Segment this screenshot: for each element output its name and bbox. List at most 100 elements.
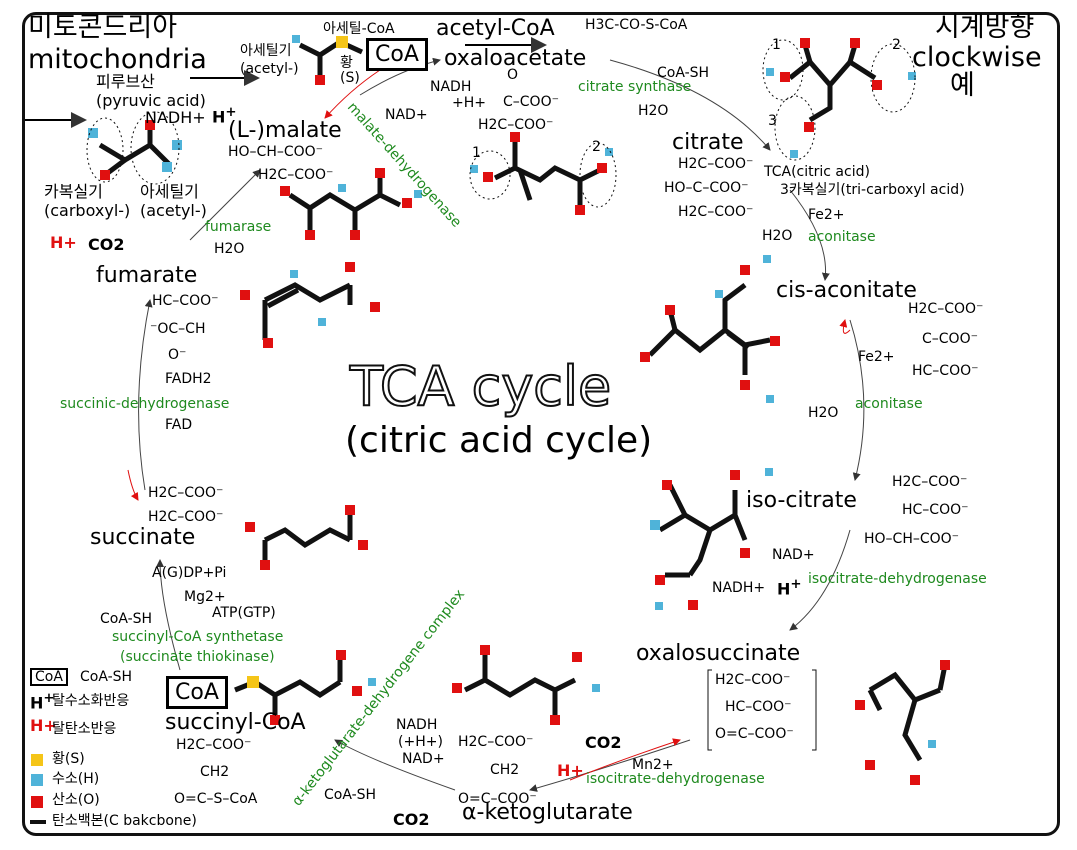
nad-akg: NAD+ [402, 751, 445, 767]
formula-iso-1: H2C–COO⁻ [892, 474, 968, 490]
formula-malate-2: H2C–COO⁻ [258, 167, 334, 183]
arrow-red-succinate [127, 469, 139, 501]
arrow-red-aconitase [839, 319, 851, 334]
formula-succcoa-1: H2C–COO⁻ [176, 737, 252, 753]
isocitrate-molecule [658, 483, 748, 578]
sulfur-kr: 황 [340, 55, 353, 71]
coa-sh-succ: CoA-SH [100, 611, 153, 627]
formula-akg-1: H2C–COO⁻ [458, 734, 534, 750]
mito-kr-label: 미토콘드리아 [28, 12, 178, 43]
formula-oxalo-1: O [507, 67, 519, 83]
nadh-iso-h-icon: H+ [777, 577, 802, 599]
acetylcoa-formula: H3C-CO-S-CoA [585, 17, 688, 33]
clockwise-en-label: clockwise [912, 42, 1042, 73]
cisaconitate-molecule [648, 283, 771, 375]
mito-en-label: mitochondria [28, 44, 207, 75]
formula-oxalosucc-3: O=C–COO⁻ [715, 726, 794, 742]
pyruvate-en: (pyruvic acid) [96, 91, 206, 110]
formula-succ-2: H2C–COO⁻ [148, 509, 224, 525]
oxalosuccinate-label: oxalosuccinate [636, 641, 801, 666]
legend-carbon: 탄소백본(C bakcbone) [52, 813, 197, 829]
co2-akg: CO2 [393, 810, 430, 829]
formula-oxalosucc-2: HC–COO⁻ [725, 699, 792, 715]
formula-oxalo-3: H2C–COO⁻ [478, 117, 554, 133]
legend-decarbox: 탈탄소반응 [52, 721, 117, 737]
arrow-oxalo-citrate [609, 59, 771, 151]
oxalo-num-1: 1 [472, 145, 481, 161]
h2o-acon-2: H2O [808, 405, 839, 421]
h-plus-iso: H+ [557, 761, 584, 780]
succinate-label: succinate [90, 525, 196, 550]
enzyme-isocitrate-dh-1: isocitrate-dehydrogenase [808, 571, 987, 587]
formula-iso-2: HC–COO⁻ [902, 502, 969, 518]
acetylcoa-kr: 아세틸-CoA [323, 21, 395, 37]
succinylcoa-coa-box: CoA [166, 676, 228, 709]
formula-citrate-3: H2C–COO⁻ [678, 204, 754, 220]
formula-malate-1: HO–CH–COO⁻ [228, 144, 324, 160]
enzyme-aconitase-2: aconitase [855, 396, 923, 412]
legend-oxygen: 산소(O) [52, 792, 100, 808]
enzyme-fumarase: fumarase [205, 219, 272, 235]
formula-cisacon-1: H2C–COO⁻ [908, 301, 984, 317]
arrow-red-iso [569, 738, 681, 781]
enzyme-aconitase-1: aconitase [808, 229, 876, 245]
mn2: Mn2+ [632, 757, 674, 773]
formula-iso-3: HO–CH–COO⁻ [864, 531, 960, 547]
formula-succ-1: H2C–COO⁻ [148, 485, 224, 501]
pyruvate-co2: CO2 [88, 235, 125, 254]
legend-dehydro-h-icon: H+ [30, 691, 55, 713]
legend-decarbox-h: H+ [30, 716, 57, 735]
arrow-malate-oxalo [359, 57, 441, 96]
citrate-num-2: 2 [892, 37, 901, 53]
isocitrate-label: iso-citrate [746, 488, 857, 513]
akg-label: α-ketoglutarate [462, 800, 633, 825]
pyruvate-h-plus: H+ [50, 233, 77, 252]
carboxyl-kr: 카복실기 [44, 182, 103, 201]
sub-title: (citric acid cycle) [345, 420, 653, 461]
formula-citrate-2: HO–C–COO⁻ [664, 180, 749, 196]
legend-sulfur: 황(S) [52, 751, 85, 767]
fad: FAD [165, 417, 193, 433]
formula-fum-2: ⁻OC–CH [150, 321, 206, 337]
formula-fum-3: O⁻ [168, 347, 187, 363]
h2o-fum: H2O [214, 241, 245, 257]
citrate-molecule [788, 44, 877, 123]
coa-box: CoA [366, 38, 428, 71]
fe2-2: Fe2+ [858, 349, 895, 365]
malate-label: (L-)malate [228, 118, 342, 143]
enzyme-citrate-synthase: citrate synthase [578, 79, 692, 95]
enzyme-succinyl-synthetase: succinyl-CoA synthetase [112, 629, 284, 645]
malate-molecule [288, 175, 402, 230]
formula-succcoa-3: O=C–S–CoA [174, 791, 258, 807]
fe2-1: Fe2+ [808, 207, 845, 223]
oxaloacetate-molecule [493, 140, 602, 205]
main-title: TCA cycle [349, 354, 612, 419]
arrow-succinylcoa-succinate [156, 559, 181, 671]
fumarate-molecule [262, 282, 353, 340]
formula-fum-1: HC–COO⁻ [152, 293, 219, 309]
h-akg: (+H+) [398, 734, 443, 750]
nad-iso: NAD+ [772, 547, 815, 563]
enzyme-succinic-dh: succinic-dehydrogenase [60, 396, 230, 412]
nadh-oxalo: NADH [430, 79, 472, 95]
nadh-iso: NADH+ [712, 580, 766, 596]
arrow-succinate-fumarate [138, 299, 153, 491]
acetyl-kr-pyr: 아세틸기 [140, 182, 199, 201]
oxalo-num-2: 2 [592, 139, 601, 155]
fumarate-label: fumarate [96, 263, 198, 288]
formula-cisacon-3: HC–COO⁻ [912, 363, 979, 379]
atp-gtp: ATP(GTP) [212, 605, 276, 621]
tca-kr: TCA(citric acid) [764, 164, 870, 180]
legend-hydrogen-swatch [31, 774, 43, 786]
citrate-label: citrate [672, 130, 744, 155]
oxaloacetate-label: oxaloacetate [444, 46, 587, 71]
arrow-red-malate [324, 69, 381, 119]
pyruvate-nadh: NADH+ [145, 108, 206, 127]
coa-sh-akg: CoA-SH [324, 787, 377, 803]
enzyme-isocitrate-dh-2: isocitrate-dehydrogenase [586, 771, 765, 787]
h-plus-oxalo: +H+ [452, 95, 486, 111]
arrow-citrate-cisaconitate [789, 189, 830, 281]
carboxyl-en: (carboxyl-) [44, 201, 131, 220]
pyruvate-kr: 피루브산 [96, 72, 155, 91]
agdp-pi: A(G)DP+Pi [152, 565, 227, 581]
